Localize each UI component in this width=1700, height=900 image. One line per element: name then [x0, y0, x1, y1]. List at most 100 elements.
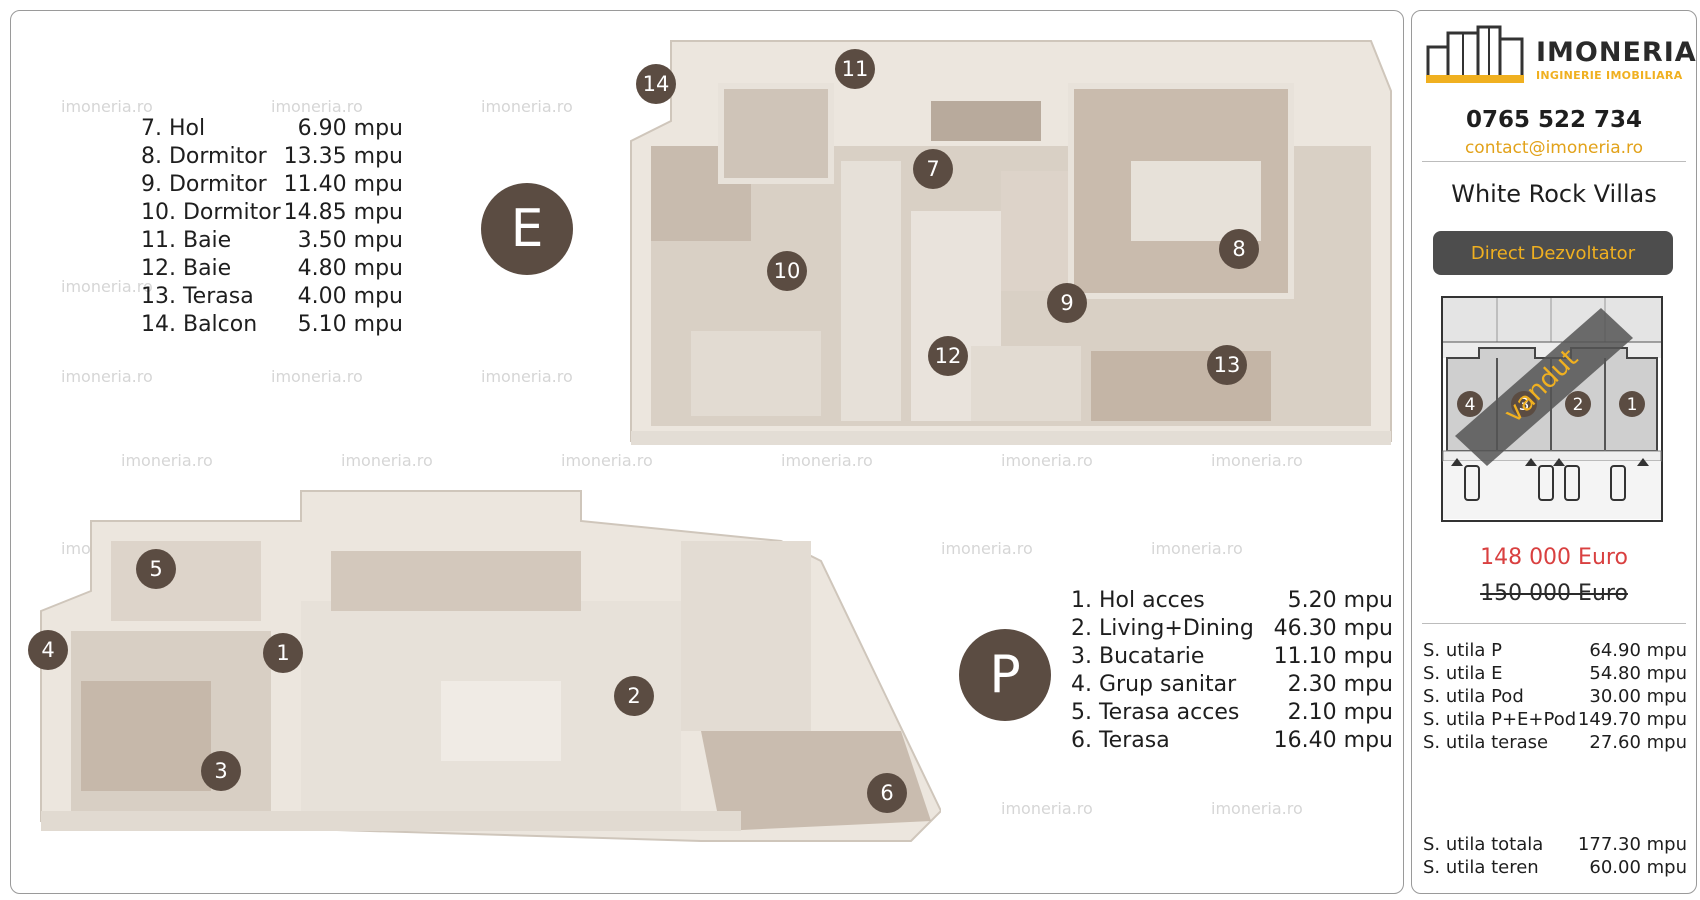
- upper-floor-label: E: [481, 183, 573, 275]
- brand-logo: IMONERIA INGINERIE IMOBILIARA: [1426, 25, 1696, 99]
- watermark: imoneria.ro: [781, 451, 873, 470]
- room-area: 4.00 mpu: [297, 284, 403, 309]
- site-plan: 4 3 2 1 vandut: [1441, 296, 1663, 522]
- contact-phone[interactable]: 0765 522 734: [1465, 107, 1643, 133]
- room-marker-1: 1: [263, 633, 303, 673]
- contact-email[interactable]: contact@imoneria.ro: [1464, 138, 1644, 158]
- room-area: 2.10 mpu: [1287, 700, 1393, 725]
- room-name: 1. Hol acces: [1071, 588, 1205, 613]
- room-name: 8. Dormitor: [141, 144, 267, 169]
- watermark: imoneria.ro: [1151, 539, 1243, 558]
- area-value: 30.00 mpu: [1589, 686, 1687, 707]
- area-name: S. utila E: [1423, 663, 1503, 684]
- room-row: 5. Terasa acces 2.10 mpu: [1071, 699, 1393, 727]
- area-value: 54.80 mpu: [1589, 663, 1687, 684]
- watermark: imoneria.ro: [61, 367, 153, 386]
- room-area: 16.40 mpu: [1273, 728, 1393, 753]
- divider: [1422, 161, 1686, 162]
- watermark: imoneria.ro: [61, 277, 153, 296]
- watermark: imoneria.ro: [1001, 799, 1093, 818]
- room-row: 12. Baie 4.80 mpu: [141, 255, 403, 283]
- room-name: 11. Baie: [141, 228, 232, 253]
- area-value: 60.00 mpu: [1589, 857, 1687, 878]
- upper-floor-plan: [630, 40, 1392, 445]
- watermark: imoneria.ro: [941, 539, 1033, 558]
- room-row: 11. Baie 3.50 mpu: [141, 227, 403, 255]
- room-marker-13: 13: [1207, 345, 1247, 385]
- room-marker-5: 5: [136, 549, 176, 589]
- room-marker-11: 11: [835, 49, 875, 89]
- watermark: imoneria.ro: [481, 367, 573, 386]
- brand-tagline: INGINERIE IMOBILIARA: [1536, 69, 1683, 82]
- old-price: 150 000 Euro: [1480, 581, 1628, 606]
- room-area: 5.10 mpu: [297, 312, 403, 337]
- room-marker-3: 3: [201, 751, 241, 791]
- room-area: 4.80 mpu: [297, 256, 403, 281]
- area-name: S. utila totala: [1423, 834, 1544, 855]
- room-row: 6. Terasa 16.40 mpu: [1071, 727, 1393, 755]
- room-row: 1. Hol acces 5.20 mpu: [1071, 587, 1393, 615]
- room-marker-8: 8: [1219, 229, 1259, 269]
- room-area: 11.40 mpu: [283, 172, 403, 197]
- watermark: imoneria.ro: [271, 97, 363, 116]
- listing-sidebar: IMONERIA INGINERIE IMOBILIARA 0765 522 7…: [1411, 10, 1697, 894]
- room-area: 5.20 mpu: [1287, 588, 1393, 613]
- watermark: imoneria.ro: [121, 451, 213, 470]
- area-name: S. utila terase: [1423, 732, 1549, 753]
- area-name: S. utila Pod: [1423, 686, 1524, 707]
- developer-badge: Direct Dezvoltator: [1433, 231, 1673, 275]
- area-value: 149.70 mpu: [1577, 709, 1687, 730]
- room-name: 12. Baie: [141, 256, 232, 281]
- room-marker-4: 4: [28, 630, 68, 670]
- room-marker-7: 7: [913, 149, 953, 189]
- room-marker-14: 14: [636, 64, 676, 104]
- room-row: 8. Dormitor 13.35 mpu: [141, 143, 403, 171]
- room-name: 10. Dormitor: [141, 200, 281, 225]
- room-area: 6.90 mpu: [297, 116, 403, 141]
- room-marker-2: 2: [614, 676, 654, 716]
- ground-floor-label: P: [959, 629, 1051, 721]
- room-name: 9. Dormitor: [141, 172, 267, 197]
- area-name: S. utila P+E+Pod: [1423, 709, 1577, 730]
- project-title: White Rock Villas: [1451, 180, 1657, 208]
- room-marker-12: 12: [928, 336, 968, 376]
- room-name: 6. Terasa: [1071, 728, 1170, 753]
- room-marker-9: 9: [1047, 283, 1087, 323]
- room-name: 14. Balcon: [141, 312, 258, 337]
- room-marker-6: 6: [867, 773, 907, 813]
- building-logo-icon: [1426, 25, 1524, 83]
- unit-label: 1: [1627, 395, 1638, 415]
- watermark: imoneria.ro: [1211, 451, 1303, 470]
- room-name: 2. Living+Dining: [1071, 616, 1254, 641]
- room-name: 5. Terasa acces: [1071, 700, 1240, 725]
- room-area: 14.85 mpu: [283, 200, 403, 225]
- room-row: 9. Dormitor 11.40 mpu: [141, 171, 403, 199]
- watermark: imoneria.ro: [341, 451, 433, 470]
- watermark: imoneria.ro: [271, 367, 363, 386]
- unit-label: 3: [1519, 395, 1530, 415]
- room-area: 13.35 mpu: [283, 144, 403, 169]
- area-name: S. utila P: [1423, 640, 1502, 661]
- area-row: S. utila Pod 30.00 mpu: [1423, 685, 1687, 708]
- room-marker-10: 10: [767, 251, 807, 291]
- room-area: 3.50 mpu: [297, 228, 403, 253]
- floor-plan-panel: imoneria.ro imoneria.ro imoneria.ro imon…: [10, 10, 1404, 894]
- room-row: 14. Balcon 5.10 mpu: [141, 311, 403, 339]
- watermark: imoneria.ro: [1211, 799, 1303, 818]
- room-area: 2.30 mpu: [1287, 672, 1393, 697]
- watermark: imoneria.ro: [61, 97, 153, 116]
- current-price: 148 000 Euro: [1480, 545, 1628, 570]
- watermark: imoneria.ro: [1001, 451, 1093, 470]
- brand-name: IMONERIA: [1536, 37, 1697, 68]
